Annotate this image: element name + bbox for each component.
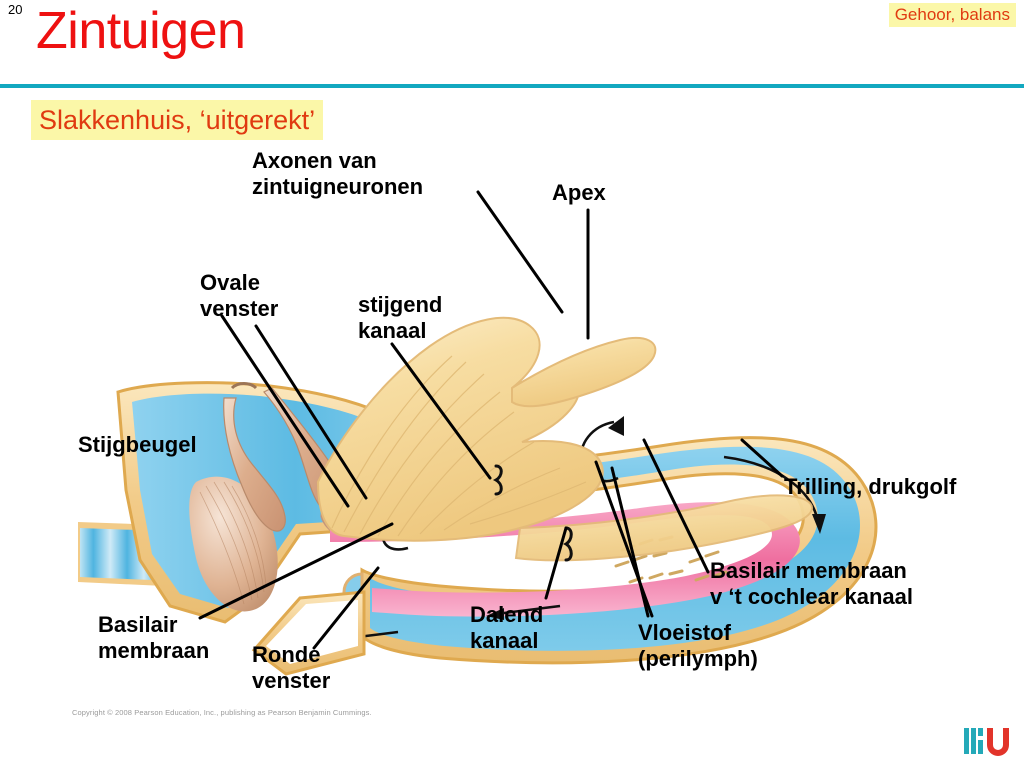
subtitle-badge: Slakkenhuis, ‘uitgerekt’ xyxy=(31,100,324,140)
label-ronde-venster: Ronde venster xyxy=(252,642,331,693)
label-vloeistof: Vloeistof (perilymph) xyxy=(638,620,758,671)
hu-logo xyxy=(962,726,1016,756)
label-axonen: Axonen van zintuigneuronen xyxy=(252,148,424,199)
label-ovale-venster: Ovale venster xyxy=(200,270,279,321)
leader-lines xyxy=(198,190,784,650)
channel-braces xyxy=(492,464,573,562)
cochlea-illustration xyxy=(78,190,878,676)
slide-number: 20 xyxy=(8,2,23,17)
header-divider xyxy=(0,84,1024,88)
cochlea-diagram: Axonen van zintuigneuronen Apex Ovale ve… xyxy=(0,130,1024,720)
topic-badge: Gehoor, balans xyxy=(888,3,1016,27)
label-stijgbeugel: Stijgbeugel xyxy=(78,432,197,457)
page-title: Zintuigen xyxy=(36,2,246,60)
label-apex: Apex xyxy=(552,180,606,205)
hu-logo-mark xyxy=(964,728,1009,756)
cochlear-nerve-axons xyxy=(316,316,814,562)
label-basilair: Basilair membraan xyxy=(98,612,210,663)
cochlear-outlet-duct xyxy=(251,590,366,676)
label-stijgend: stijgend kanaal xyxy=(358,292,443,343)
label-basilair-cochlear: Basilair membraan v ‘t cochlear kanaal xyxy=(710,558,913,609)
label-dalend: Dalend kanaal xyxy=(470,602,544,653)
label-trilling: Trilling, drukgolf xyxy=(784,474,957,499)
copyright-notice: Copyright © 2008 Pearson Education, Inc.… xyxy=(72,708,372,717)
